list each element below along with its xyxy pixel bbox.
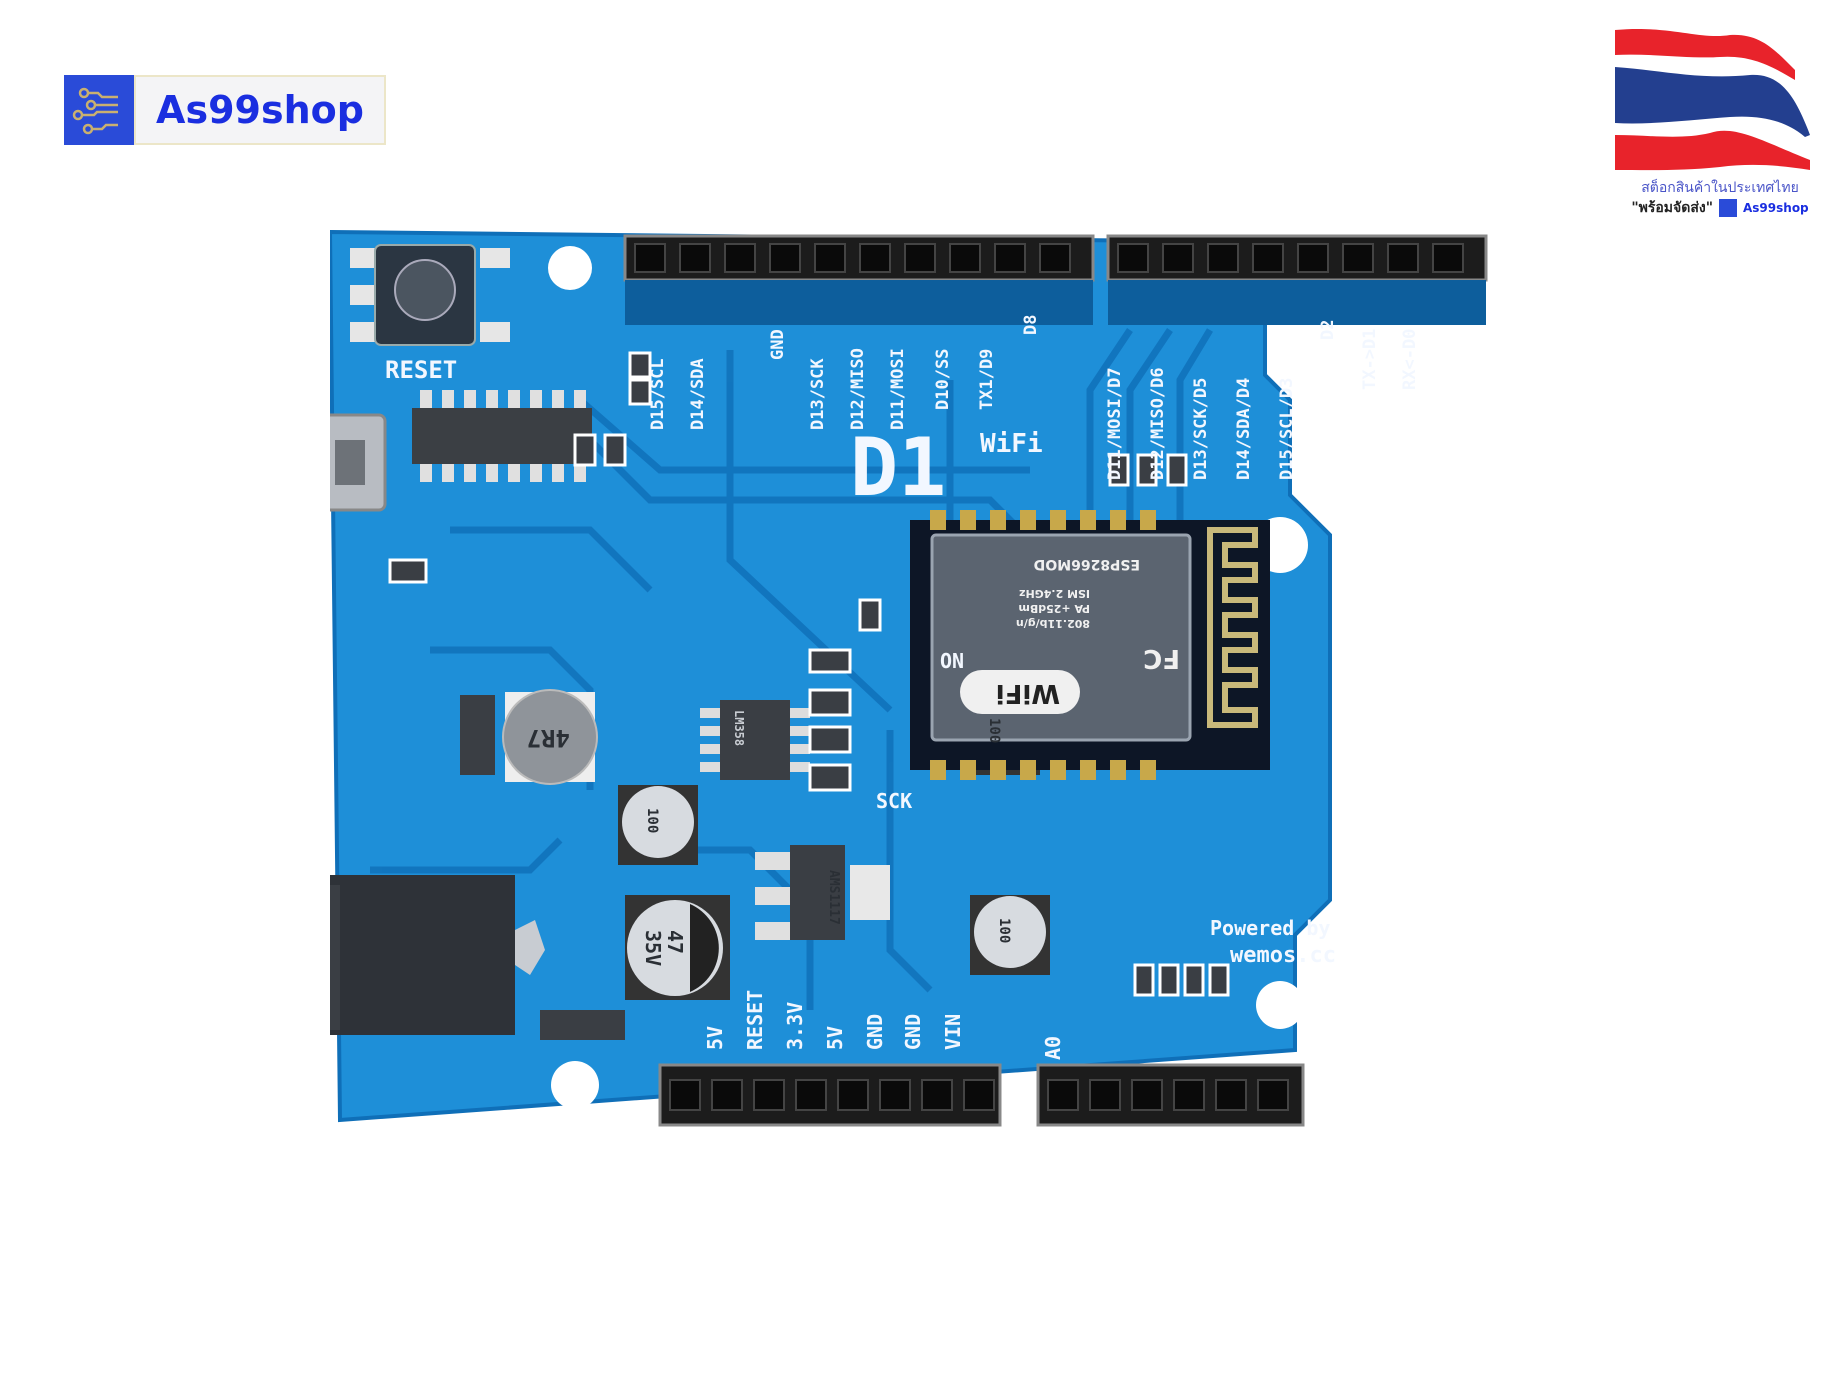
opamp-chip bbox=[700, 700, 810, 780]
inductor-4r7 bbox=[502, 689, 598, 785]
board-name-label: D1 bbox=[850, 421, 946, 514]
wifi-label: WiFi bbox=[980, 429, 1043, 459]
pin-label: D13/SCK bbox=[808, 358, 828, 430]
powered-by-label: Powered by bbox=[1210, 916, 1330, 940]
cap-100uf-2-value: 100 bbox=[986, 718, 1002, 743]
inductor-marking: 4R7 bbox=[527, 724, 570, 752]
wemos-url-label: wemos.cc bbox=[1230, 943, 1336, 968]
flag-caption: สต็อกสินค้าในประเทศไทย "พร้อมจัดส่ง" As9… bbox=[1600, 178, 1840, 218]
pin-label: D12/MISO/D6 bbox=[1148, 367, 1168, 480]
stock-in-thailand-text: สต็อกสินค้าในประเทศไทย bbox=[1641, 180, 1799, 196]
pin-label: D15/SCL/D3 bbox=[1277, 378, 1297, 480]
pin-label: D11/MOSI bbox=[888, 348, 908, 430]
pin-label: D14/SDA/D4 bbox=[1234, 378, 1254, 480]
pin-label: RESET bbox=[743, 990, 767, 1050]
esp8266-module bbox=[910, 510, 1270, 780]
bottom-power-header bbox=[658, 1063, 1002, 1127]
brand-name: As99shop bbox=[134, 75, 386, 145]
ready-to-ship-line: "พร้อมจัดส่ง" As99shop bbox=[1600, 198, 1840, 218]
esp-ism: ISM 2.4GHz bbox=[1019, 587, 1090, 600]
mini-logo-icon bbox=[1719, 199, 1737, 217]
cap-100uf-3-value: 100 bbox=[996, 918, 1012, 943]
voltage-regulator bbox=[755, 845, 890, 940]
regulator-marking: AMS1117 bbox=[826, 870, 841, 925]
cap-47uf-voltage: 35V bbox=[641, 930, 665, 966]
pin-label: D12/MISO bbox=[848, 348, 868, 430]
circuit-traces-icon bbox=[64, 75, 134, 145]
pin-label: GND bbox=[863, 1014, 887, 1050]
esp-pa: PA +25dBm bbox=[1018, 602, 1090, 615]
reset-label: RESET bbox=[385, 356, 457, 384]
top-right-header bbox=[1106, 234, 1488, 325]
capacitor-100uf-1 bbox=[618, 785, 698, 865]
wifi-badge: WiFi bbox=[996, 678, 1060, 708]
pin-label: D10/SS bbox=[933, 349, 953, 410]
dc-barrel-jack bbox=[285, 875, 545, 1035]
pin-label: A0 bbox=[1041, 1036, 1065, 1060]
ready-to-ship-text: "พร้อมจัดส่ง" bbox=[1631, 200, 1713, 216]
diode-ss24-1 bbox=[460, 695, 495, 775]
cap-47uf-value: 47 bbox=[663, 930, 687, 954]
pin-label: RX<-D0 bbox=[1400, 329, 1420, 390]
mini-brand-text: As99shop bbox=[1743, 201, 1809, 215]
esp-model: ESP8266MOD bbox=[1034, 556, 1140, 572]
capacitor-47uf bbox=[625, 895, 730, 1000]
cap-100uf-1-value: 100 bbox=[644, 808, 660, 833]
reset-button bbox=[350, 244, 510, 346]
pin-label: D14/SDA bbox=[688, 358, 708, 430]
pin-label: 5V bbox=[703, 1026, 727, 1050]
opamp-marking: LM358 bbox=[732, 710, 746, 746]
pin-label: D15/SCL bbox=[648, 358, 668, 430]
pin-label: GND bbox=[901, 1014, 925, 1050]
wemos-d1-board: RESET D1 WiFi ON SCK Powered by wemos.cc… bbox=[285, 229, 1495, 1130]
capacitor-100uf-3 bbox=[970, 895, 1050, 975]
pin-label: TX->D1 bbox=[1360, 329, 1380, 390]
diode-ss24-2 bbox=[540, 1010, 625, 1040]
led-on-label: ON bbox=[940, 649, 964, 673]
pin-label: 3.3V bbox=[783, 1002, 807, 1050]
pin-label: D13/SCK/D5 bbox=[1191, 378, 1211, 480]
pin-label: GND bbox=[768, 329, 788, 360]
pin-label: TX1/D9 bbox=[977, 349, 997, 410]
pin-label: 5V bbox=[823, 1026, 847, 1050]
led-sck-label: SCK bbox=[876, 789, 912, 813]
bottom-analog-header bbox=[1036, 1063, 1305, 1127]
esp-standard: 802.11b/g/n bbox=[1016, 617, 1090, 630]
usb-serial-chip bbox=[412, 390, 592, 482]
as99shop-logo: As99shop bbox=[64, 75, 386, 145]
pin-label: D11/MOSI/D7 bbox=[1105, 367, 1125, 480]
pin-label: D8 bbox=[1021, 315, 1041, 335]
fcc-logo: FC bbox=[1143, 643, 1180, 673]
pin-label: VIN bbox=[941, 1014, 965, 1050]
pin-label: D2 bbox=[1318, 320, 1338, 340]
top-left-header bbox=[623, 234, 1095, 325]
thailand-flag-icon bbox=[1610, 25, 1815, 175]
